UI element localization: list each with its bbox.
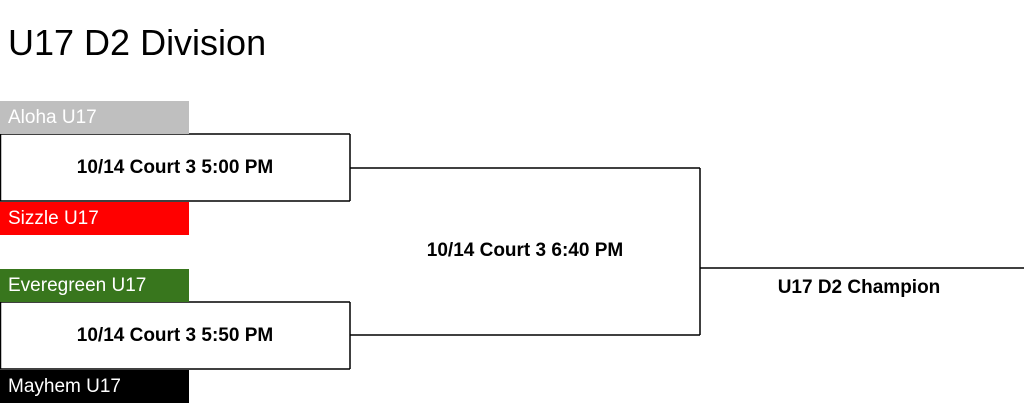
division-title: U17 D2 Division — [8, 22, 267, 63]
team-sizzle: Sizzle U17 — [0, 202, 189, 235]
semi2-match-label: 10/14 Court 3 5:50 PM — [76, 325, 274, 346]
semi1-match-label: 10/14 Court 3 5:00 PM — [76, 157, 274, 178]
team-mayhem: Mayhem U17 — [0, 370, 189, 403]
final-match-label: 10/14 Court 3 6:40 PM — [426, 240, 624, 261]
team-aloha: Aloha U17 — [0, 101, 189, 134]
champion-label: U17 D2 Champion — [777, 277, 941, 298]
team-everegreen: Everegreen U17 — [0, 269, 189, 302]
